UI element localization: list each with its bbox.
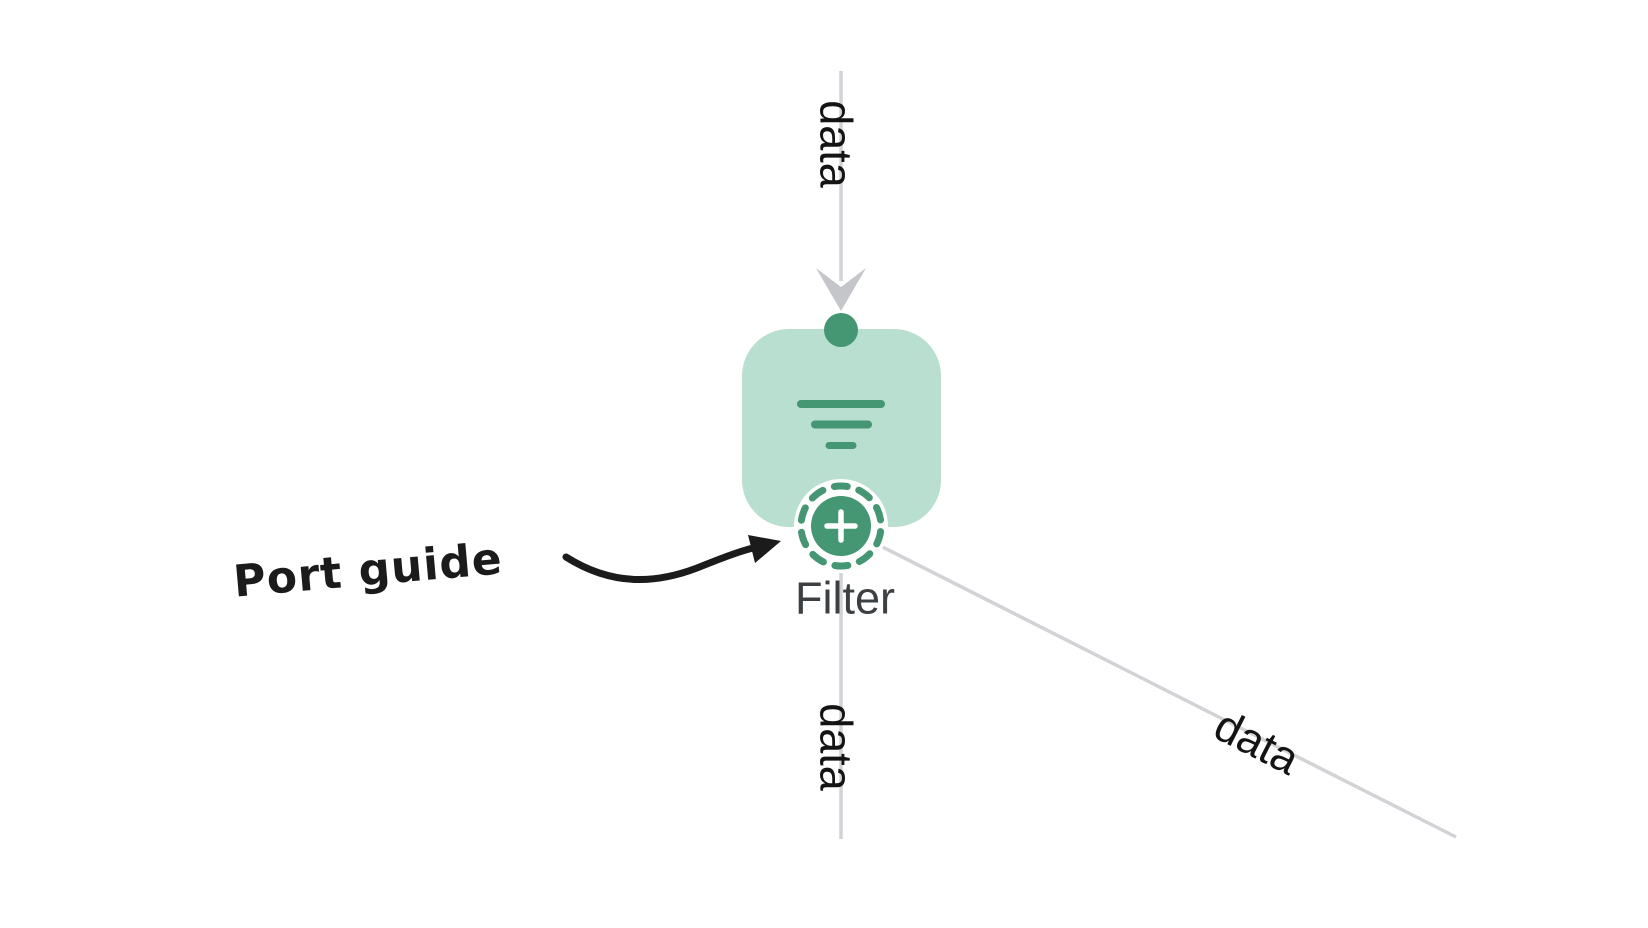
- input-port[interactable]: [824, 313, 858, 347]
- annotation-arrowhead-icon: [748, 535, 781, 563]
- annotation-arrow: [562, 544, 757, 583]
- node-name-label: Filter: [795, 572, 895, 624]
- incoming-edge-label: data: [810, 100, 862, 188]
- filter-icon: [797, 400, 885, 449]
- port-guide-ring: [797, 482, 885, 570]
- plus-icon: [824, 509, 858, 543]
- outgoing-vertical-edge-label: data: [810, 703, 862, 791]
- incoming-edge-arrowhead-icon: [816, 268, 866, 311]
- outgoing-edge-diagonal[interactable]: [840, 524, 1457, 839]
